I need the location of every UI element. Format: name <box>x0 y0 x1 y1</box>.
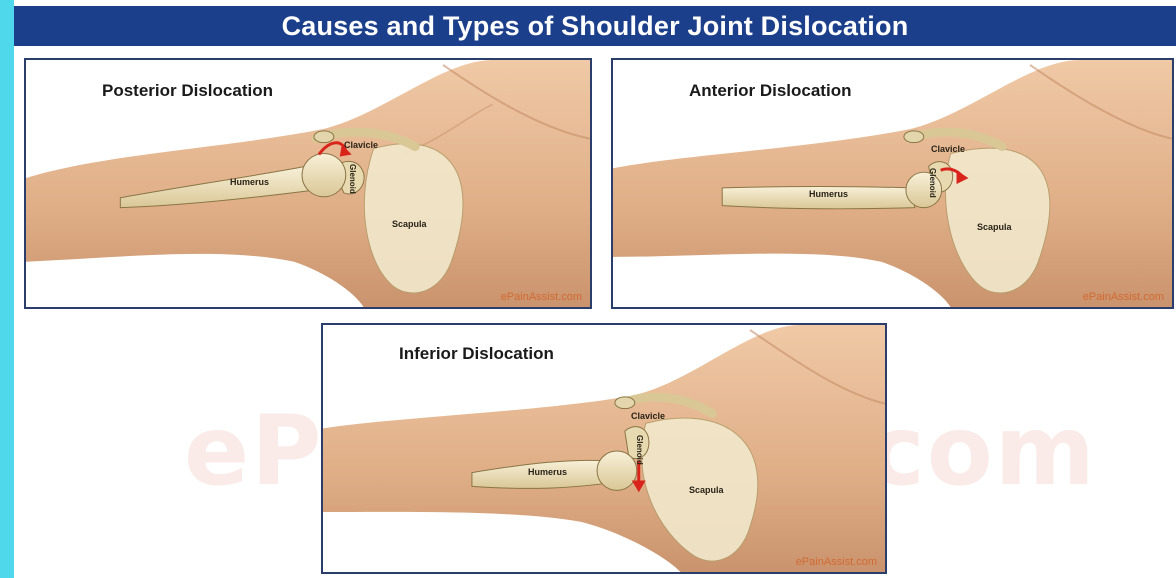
humerus-label: Humerus <box>230 177 269 187</box>
panel-posterior-dislocation: Posterior Dislocation Clavicle Glenoid H… <box>24 58 592 309</box>
panel-title: Posterior Dislocation <box>102 81 273 101</box>
glenoid-label: Glenoid <box>348 164 357 194</box>
scapula-label: Scapula <box>392 219 427 229</box>
humerus-label: Humerus <box>528 467 567 477</box>
clavicle-label: Clavicle <box>344 140 378 150</box>
credit-text: ePainAssist.com <box>1083 291 1164 303</box>
infographic-sheet: Causes and Types of Shoulder Joint Dislo… <box>14 0 1176 578</box>
clavicle-label: Clavicle <box>931 144 965 154</box>
panel-title: Inferior Dislocation <box>399 344 554 364</box>
panel-title: Anterior Dislocation <box>689 81 851 101</box>
scapula-label: Scapula <box>689 485 724 495</box>
scapula-label: Scapula <box>977 222 1012 232</box>
clavicle-label: Clavicle <box>631 411 665 421</box>
panel-inferior-dislocation: Inferior Dislocation Clavicle Glenoid Hu… <box>321 323 887 574</box>
glenoid-label: Glenoid <box>635 435 644 465</box>
panel-anterior-dislocation: Anterior Dislocation Clavicle Glenoid Hu… <box>611 58 1174 309</box>
credit-text: ePainAssist.com <box>796 556 877 568</box>
page-title: Causes and Types of Shoulder Joint Dislo… <box>14 6 1176 46</box>
credit-text: ePainAssist.com <box>501 291 582 303</box>
humerus-label: Humerus <box>809 189 848 199</box>
glenoid-label: Glenoid <box>928 168 937 198</box>
